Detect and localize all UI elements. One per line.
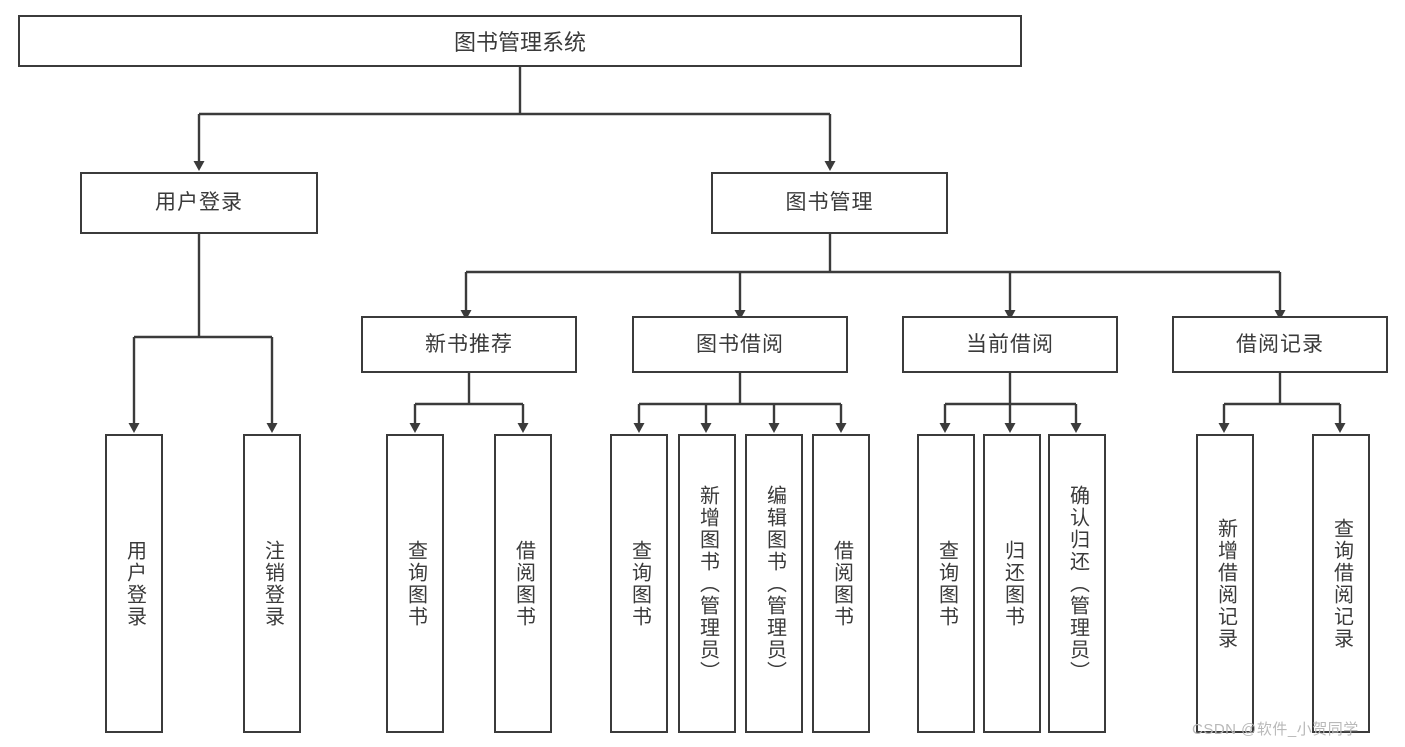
leaf-label: 借阅图书 [512,539,535,628]
leaf-current-return[interactable]: 归还图书 [983,434,1041,733]
leaf-new-book-borrow[interactable]: 借阅图书 [494,434,552,733]
node-user-login-label: 用户登录 [155,191,243,215]
leaf-label: 查询图书 [935,539,958,628]
leaf-records-add[interactable]: 新增借阅记录 [1196,434,1254,733]
leaf-label: 确认归还（管理员） [1066,484,1089,683]
node-new-book-recommend[interactable]: 新书推荐 [361,316,577,373]
leaf-new-book-query[interactable]: 查询图书 [386,434,444,733]
leaf-borrow-edit-admin[interactable]: 编辑图书（管理员） [745,434,803,733]
leaf-borrow-borrow-book[interactable]: 借阅图书 [812,434,870,733]
leaf-label: 用户登录 [123,539,146,628]
node-root[interactable]: 图书管理系统 [18,15,1022,67]
node-borrow-records[interactable]: 借阅记录 [1172,316,1388,373]
leaf-label: 查询借阅记录 [1330,517,1353,650]
node-book-borrow[interactable]: 图书借阅 [632,316,848,373]
leaf-label: 新增图书（管理员） [696,484,719,683]
leaf-label: 归还图书 [1001,539,1024,628]
node-book-borrow-label: 图书借阅 [696,332,784,356]
node-book-management-label: 图书管理 [785,191,874,215]
leaf-current-query[interactable]: 查询图书 [917,434,975,733]
leaf-label: 查询图书 [404,539,427,628]
leaf-current-confirm-return-admin[interactable]: 确认归还（管理员） [1048,434,1106,733]
leaf-label: 注销登录 [261,539,284,628]
node-borrow-records-label: 借阅记录 [1236,332,1324,356]
leaf-records-query[interactable]: 查询借阅记录 [1312,434,1370,733]
leaf-borrow-query[interactable]: 查询图书 [610,434,668,733]
node-user-login[interactable]: 用户登录 [80,172,318,234]
node-new-book-recommend-label: 新书推荐 [425,332,513,356]
csdn-watermark: CSDN @软件_小贺同学 [1192,721,1359,738]
leaf-user-login-logout[interactable]: 注销登录 [243,434,301,733]
leaf-borrow-add-admin[interactable]: 新增图书（管理员） [678,434,736,733]
node-root-label: 图书管理系统 [453,30,586,55]
node-book-management[interactable]: 图书管理 [711,172,948,234]
leaf-label: 查询图书 [628,539,651,628]
leaf-user-login-login[interactable]: 用户登录 [105,434,163,733]
node-current-borrow-label: 当前借阅 [966,332,1054,356]
leaf-label: 编辑图书（管理员） [763,484,786,683]
leaf-label: 新增借阅记录 [1214,517,1237,650]
node-current-borrow[interactable]: 当前借阅 [902,316,1118,373]
leaf-label: 借阅图书 [830,539,853,628]
